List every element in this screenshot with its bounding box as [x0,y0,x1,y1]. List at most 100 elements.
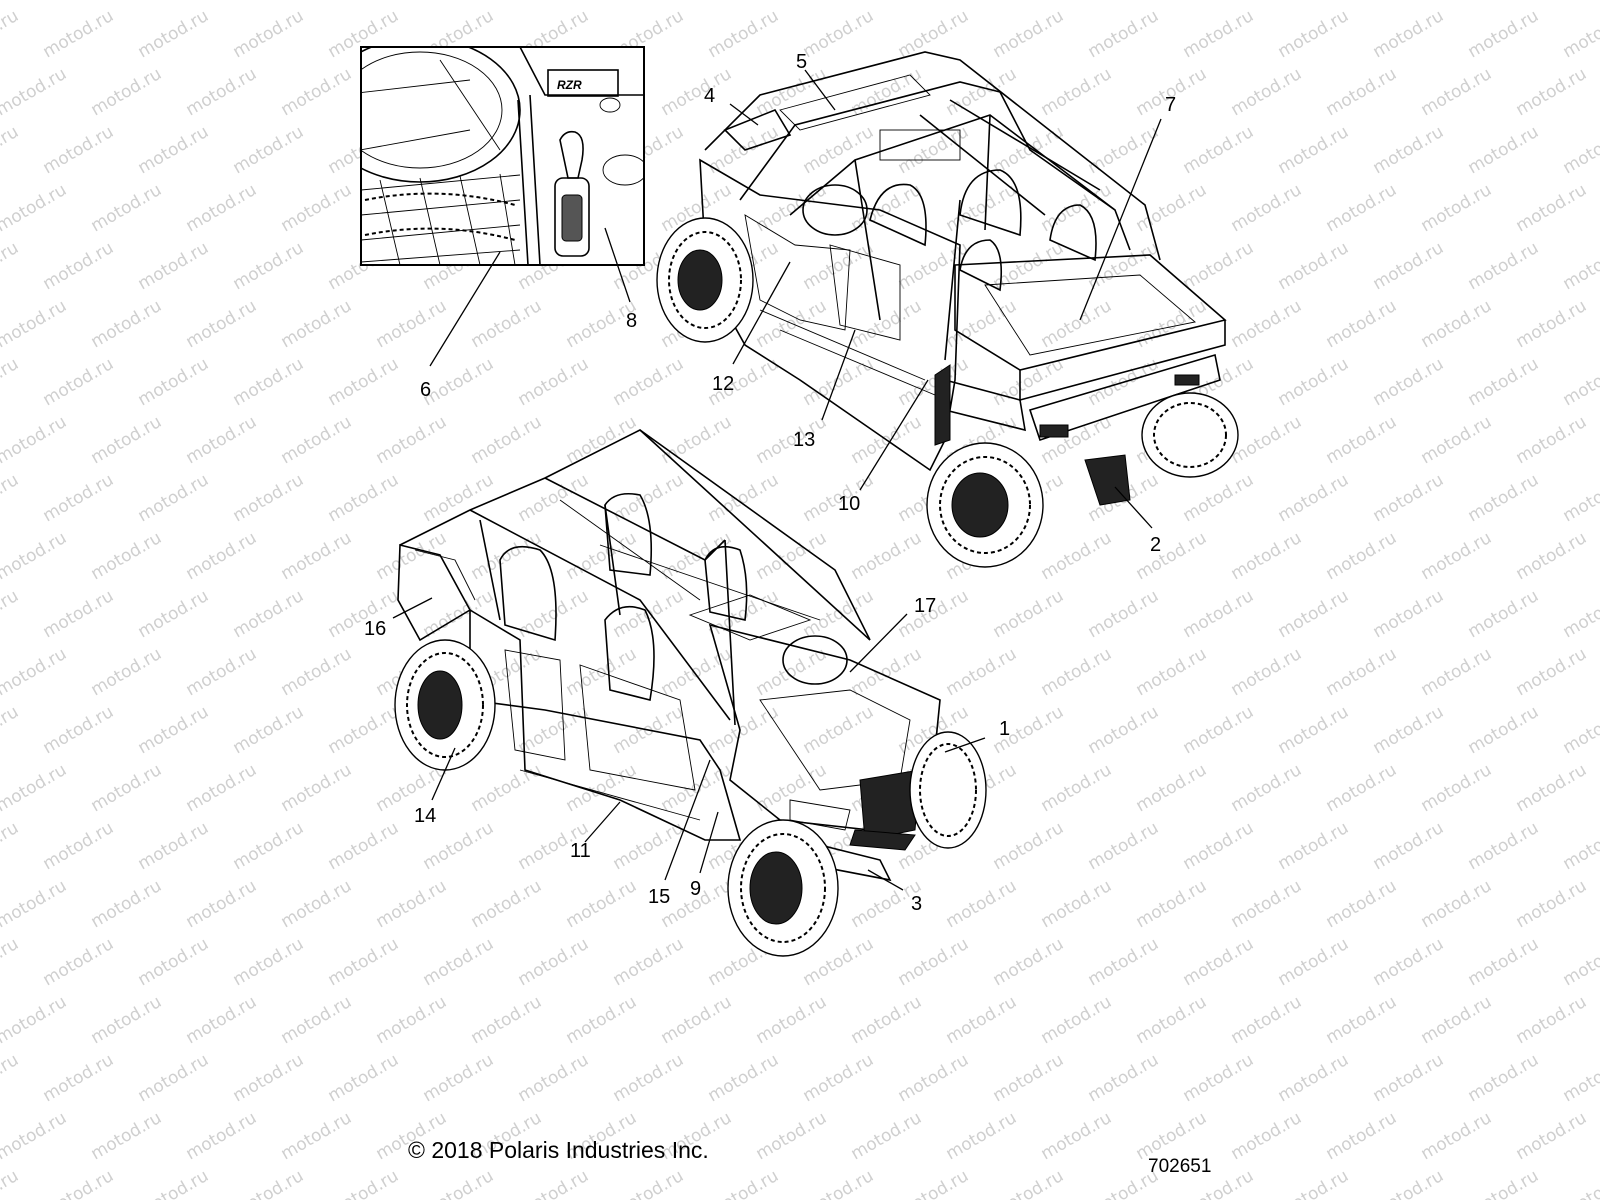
watermark-text: motod.ru [1560,586,1600,642]
watermark-text: motod.ru [1228,64,1306,120]
watermark-text: motod.ru [1228,528,1306,584]
watermark-text: motod.ru [230,6,308,62]
watermark-text: motod.ru [800,586,878,642]
watermark-text: motod.ru [848,0,926,4]
watermark-text: motod.ru [990,934,1068,990]
watermark-text: motod.ru [943,876,1021,932]
watermark-text: motod.ru [1275,470,1353,526]
watermark-text: motod.ru [88,1108,166,1164]
watermark-text: motod.ru [183,296,261,352]
watermark-text: motod.ru [990,1050,1068,1106]
watermark-text: motod.ru [278,760,356,816]
watermark-text: motod.ru [40,1050,118,1106]
watermark-text: motod.ru [183,1108,261,1164]
watermark-text: motod.ru [658,412,736,468]
watermark-text: motod.ru [325,1166,403,1200]
watermark-text: motod.ru [40,934,118,990]
watermark-text: motod.ru [468,528,546,584]
shift-lever-icon [554,130,590,257]
watermark-text: motod.ru [943,0,1021,4]
watermark-text: motod.ru [1085,122,1163,178]
watermark-text: motod.ru [135,470,213,526]
callout-numbers: 1 2 3 4 5 6 7 8 9 10 11 12 13 14 15 16 1… [364,51,1176,915]
watermark-text: motod.ru [1133,0,1211,4]
vehicle-rear-view [656,51,1239,568]
watermark-text: motod.ru [1465,934,1543,990]
watermark-text: motod.ru [1513,992,1591,1048]
wheel-front-left-front-view [727,819,839,957]
watermark-text: motod.ru [1323,644,1401,700]
watermark-text: motod.ru [1323,412,1401,468]
watermark-text: motod.ru [1133,644,1211,700]
watermark-text: motod.ru [0,296,70,352]
watermark-text: motod.ru [0,818,22,874]
watermark-text: motod.ru [1560,122,1600,178]
watermark-text: motod.ru [183,64,261,120]
watermark-text: motod.ru [1275,818,1353,874]
watermark-text: motod.ru [0,760,70,816]
watermark-text: motod.ru [135,1166,213,1200]
watermark-text: motod.ru [40,354,118,410]
watermark-text: motod.ru [1370,1166,1448,1200]
watermark-text: motod.ru [135,818,213,874]
watermark-text: motod.ru [0,528,70,584]
watermark-text: motod.ru [990,818,1068,874]
watermark-text: motod.ru [1370,470,1448,526]
watermark-text: motod.ru [135,1050,213,1106]
watermark-text: motod.ru [1133,296,1211,352]
watermark-text: motod.ru [848,644,926,700]
watermark-text: motod.ru [230,354,308,410]
watermark-text: motod.ru [1323,528,1401,584]
watermark-text: motod.ru [1038,296,1116,352]
watermark-text: motod.ru [1370,238,1448,294]
watermark-text: motod.ru [278,528,356,584]
watermark-text: motod.ru [40,702,118,758]
callout-2: 2 [1150,534,1161,556]
watermark-text: motod.ru [88,0,166,4]
watermark-text: motod.ru [515,934,593,990]
watermark-text: motod.ru [1133,760,1211,816]
callout-1: 1 [999,718,1010,740]
watermark-text: motod.ru [1085,934,1163,990]
watermark-text: motod.ru [705,1050,783,1106]
watermark-text: motod.ru [1370,6,1448,62]
watermark-text: motod.ru [1085,702,1163,758]
watermark-text: motod.ru [1180,238,1258,294]
watermark-text: motod.ru [1465,470,1543,526]
watermark-text: motod.ru [1370,818,1448,874]
watermark-text: motod.ru [515,1050,593,1106]
watermark-text: motod.ru [800,122,878,178]
watermark-text: motod.ru [610,354,688,410]
watermark-text: motod.ru [800,6,878,62]
watermark-text: motod.ru [753,992,831,1048]
diagram-part-number: 702651 [1148,1156,1212,1177]
callout-6: 6 [420,379,431,401]
callout-11: 11 [570,840,591,862]
watermark-text: motod.ru [325,354,403,410]
watermark-text: motod.ru [753,528,831,584]
watermark-text: motod.ru [230,818,308,874]
watermark-text: motod.ru [1133,180,1211,236]
watermark-text: motod.ru [658,760,736,816]
watermark-text: motod.ru [848,64,926,120]
callout-5: 5 [796,51,807,73]
watermark-text: motod.ru [230,122,308,178]
watermark-text: motod.ru [515,586,593,642]
watermark-text: motod.ru [1560,354,1600,410]
watermark-text: motod.ru [1133,528,1211,584]
watermark-text: motod.ru [1038,64,1116,120]
watermark-text: motod.ru [1560,470,1600,526]
watermark-text: motod.ru [563,412,641,468]
watermark-text: motod.ru [1228,180,1306,236]
watermark-text: motod.ru [0,702,22,758]
watermark-text: motod.ru [230,1050,308,1106]
watermark-text: motod.ru [183,412,261,468]
watermark-text: motod.ru [895,934,973,990]
watermark-text: motod.ru [230,470,308,526]
callout-8: 8 [626,310,637,332]
callout-17: 17 [914,595,936,617]
watermark-text: motod.ru [1038,1108,1116,1164]
copyright-notice: © 2018 Polaris Industries Inc. [408,1137,709,1163]
watermark-text: motod.ru [1465,702,1543,758]
watermark-text: motod.ru [705,1166,783,1200]
